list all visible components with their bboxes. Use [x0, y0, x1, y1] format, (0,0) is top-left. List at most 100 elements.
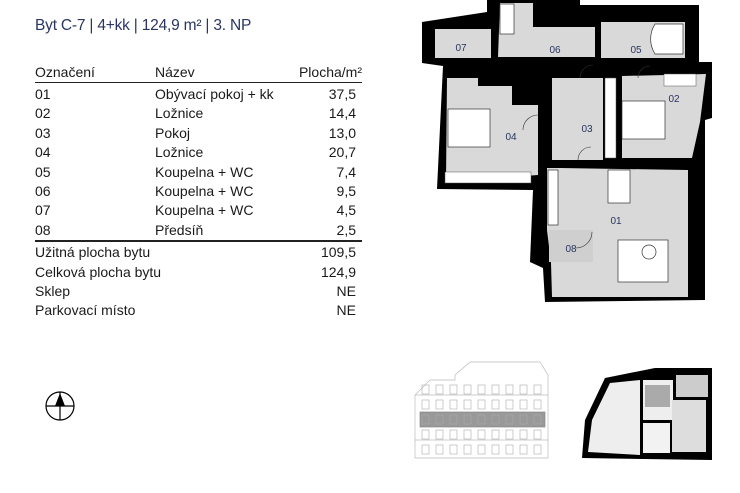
room-label: 07: [455, 43, 467, 54]
summary-label: Celková plocha bytu: [35, 263, 162, 280]
window: [533, 429, 542, 440]
window: [505, 384, 514, 395]
wardrobes: [444, 73, 697, 184]
doors: [522, 64, 651, 249]
window: [477, 399, 486, 410]
window: [519, 384, 528, 395]
window: [449, 384, 458, 395]
shower-icon: [650, 23, 684, 55]
room-area: 37,5: [328, 86, 356, 102]
room-area: 2,5: [336, 221, 356, 238]
window: [505, 414, 514, 425]
window: [463, 414, 472, 425]
table-row: 05 Koupelna + WC 7,4: [35, 163, 362, 182]
room-label: 04: [505, 132, 517, 143]
window: [505, 399, 514, 410]
summary-value: 109,5: [320, 244, 356, 261]
window: [477, 444, 486, 455]
window: [435, 399, 444, 410]
room-area: 13,0: [328, 124, 356, 141]
window: [491, 414, 500, 425]
window: [477, 384, 486, 395]
north-arrow-compass-icon: [45, 391, 75, 421]
window: [519, 444, 528, 455]
room-name: Koupelna + WC: [155, 163, 254, 180]
window: [491, 429, 500, 440]
window: [435, 384, 444, 395]
room-label: 06: [549, 45, 561, 56]
room-code: 05: [35, 163, 51, 180]
window: [449, 414, 458, 425]
window: [421, 414, 430, 425]
window: [491, 399, 500, 410]
summary-label: Parkovací místo: [35, 302, 136, 319]
window: [463, 444, 472, 455]
window: [533, 414, 542, 425]
building-elevation-image: [414, 361, 549, 459]
window: [421, 444, 430, 455]
table-row: 01 Obývací pokoj + kk 37,5: [35, 85, 362, 104]
sofa: [617, 239, 669, 283]
window: [421, 429, 430, 440]
window: [463, 384, 472, 395]
room-code: 07: [35, 202, 51, 219]
dining-table: [607, 169, 631, 204]
summary-value: NE: [336, 302, 356, 319]
summary-row: Parkovací místo NE: [35, 301, 362, 320]
room-name: Obývací pokoj + kk: [155, 86, 274, 102]
room-label: 03: [581, 124, 593, 135]
bathtub-icon: [499, 3, 515, 35]
coffee-table: [641, 244, 657, 260]
window: [491, 444, 500, 455]
summary-value: NE: [336, 282, 356, 299]
room-labels: 07 06 05 04 03 02 01 08: [455, 43, 680, 255]
room-area: 14,4: [328, 105, 356, 122]
room-code: 01: [35, 86, 51, 102]
table-row: 04 Ložnice 20,7: [35, 143, 362, 162]
room-code: 03: [35, 124, 51, 141]
window: [477, 414, 486, 425]
window: [435, 444, 444, 455]
window: [533, 384, 542, 395]
furniture: [447, 3, 684, 283]
room-07: [435, 29, 491, 58]
bed-icon: [447, 108, 491, 148]
window: [435, 429, 444, 440]
table-header: Označení Název Plocha/m²: [35, 62, 362, 83]
room-area: 20,7: [328, 144, 356, 161]
room-area: 9,5: [336, 182, 356, 199]
room-04: [446, 78, 538, 182]
room-code: 04: [35, 144, 51, 161]
room-code: 08: [35, 221, 51, 238]
window: [505, 444, 514, 455]
room-table: Označení Název Plocha/m² 01 Obývací pokoj…: [35, 62, 362, 321]
window: [505, 429, 514, 440]
window: [477, 429, 486, 440]
room-03: [552, 78, 603, 160]
room-name: Předsíň: [155, 221, 204, 238]
room-name: Koupelna + WC: [155, 202, 254, 219]
window: [463, 429, 472, 440]
header-name: Název: [155, 64, 195, 80]
window: [435, 414, 444, 425]
room-name: Ložnice: [155, 144, 204, 161]
room-label: 05: [630, 45, 642, 56]
room-label: 08: [565, 244, 577, 255]
room-label: 01: [610, 216, 622, 227]
window: [519, 429, 528, 440]
room-area: 7,4: [336, 163, 356, 180]
room-name: Koupelna + WC: [155, 182, 254, 199]
kitchen-counter: [547, 169, 559, 226]
room-label: 02: [668, 94, 680, 105]
floor-overview-image: [582, 368, 712, 460]
window: [491, 384, 500, 395]
window: [533, 444, 542, 455]
window: [449, 444, 458, 455]
